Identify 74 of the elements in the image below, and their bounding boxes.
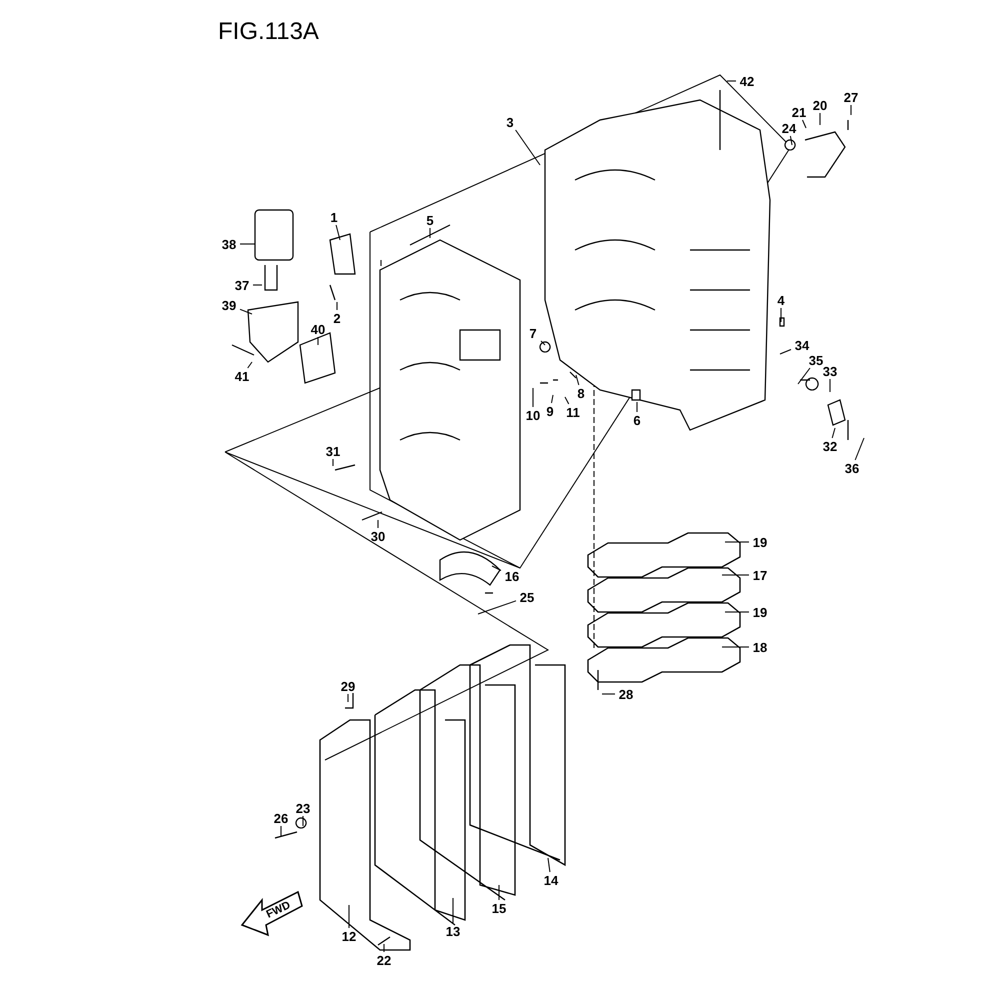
callout-number: 15 <box>488 900 510 916</box>
leader-line <box>452 898 454 924</box>
leader-line <box>802 120 806 128</box>
callout-number: 14 <box>540 872 562 888</box>
callout-number: 3 <box>499 114 521 130</box>
leader-line <box>780 349 792 354</box>
callout-number: 8 <box>570 385 592 401</box>
callout-number: 38 <box>218 236 240 252</box>
callout-number: 34 <box>791 337 813 353</box>
callout-number: 35 <box>805 352 827 368</box>
callout-number: 37 <box>231 277 253 293</box>
leader-line <box>832 428 836 438</box>
callout-number: 4 <box>770 292 792 308</box>
leader-line <box>722 646 750 648</box>
callout-number: 12 <box>338 928 360 944</box>
callout-number: 25 <box>516 589 538 605</box>
leader-line <box>780 308 782 322</box>
callout-number: 19 <box>749 604 771 620</box>
callout-number: 13 <box>442 923 464 939</box>
leader-line <box>790 136 792 146</box>
leader-line <box>336 302 338 310</box>
callout-number: 11 <box>562 404 584 420</box>
leader-line <box>726 80 736 82</box>
callout-number: 17 <box>749 567 771 583</box>
callout-number: 24 <box>778 120 800 136</box>
callout-number: 22 <box>373 952 395 968</box>
leader-line <box>576 374 580 386</box>
leader-line <box>252 284 262 286</box>
leader-line <box>636 402 638 412</box>
callout-number: 20 <box>809 97 831 113</box>
callout-number: 1 <box>323 209 345 225</box>
callout-number: 19 <box>749 534 771 550</box>
leader-line <box>247 362 252 368</box>
leader-line <box>478 600 516 614</box>
callout-number: 39 <box>218 297 240 313</box>
leader-line <box>854 438 864 460</box>
leader-line <box>798 368 810 384</box>
callout-number: 2 <box>326 310 348 326</box>
callout-number: 26 <box>270 810 292 826</box>
callout-number: 28 <box>615 686 637 702</box>
callout-number: 16 <box>501 568 523 584</box>
callout-number: 31 <box>322 443 344 459</box>
leader-line <box>540 340 546 346</box>
leader-line <box>336 224 340 240</box>
callout-number: 40 <box>307 321 329 337</box>
callout-number: 42 <box>736 73 758 89</box>
direction-label: FWD <box>264 898 294 923</box>
callout-number: 27 <box>840 89 862 105</box>
callout-number: 32 <box>819 438 841 454</box>
callout-number: 36 <box>841 460 863 476</box>
leader-line <box>722 574 750 576</box>
callout-number: 21 <box>788 104 810 120</box>
callout-number: 18 <box>749 639 771 655</box>
callout-number: 29 <box>337 678 359 694</box>
callout-number: 6 <box>626 412 648 428</box>
leader-line <box>348 904 350 928</box>
leader-line <box>492 566 502 571</box>
callout-number: 23 <box>292 800 314 816</box>
leader-line <box>548 858 550 872</box>
leader-line <box>302 816 304 826</box>
leader-line <box>532 388 534 408</box>
callout-number: 5 <box>419 212 441 228</box>
leader-line <box>850 104 852 116</box>
leader-line <box>551 394 554 404</box>
leader-line <box>498 884 500 900</box>
callout-number: 41 <box>231 368 253 384</box>
leader-line <box>280 826 282 836</box>
leader-line <box>240 308 252 314</box>
leader-line <box>332 458 334 466</box>
callout-number: 30 <box>367 528 389 544</box>
callout-number: 7 <box>522 325 544 341</box>
leader-line <box>564 396 570 404</box>
leader-line <box>515 130 540 166</box>
figure-title: FIG.113A <box>218 17 319 47</box>
